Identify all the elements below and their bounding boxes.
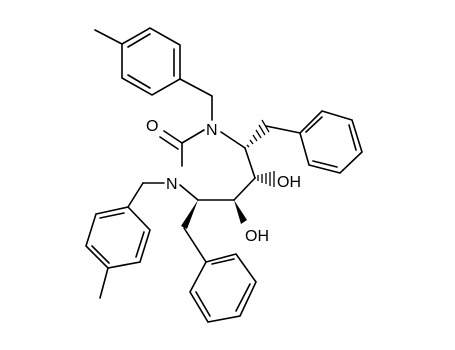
diazepanone-ring: [159, 129, 256, 201]
ring-double-bond: [235, 283, 251, 312]
lower-benzyl-group: [183, 227, 257, 323]
ring-double-bond: [195, 291, 211, 317]
carbonyl-oxygen-label: O: [146, 118, 158, 135]
ring-double-bond: [211, 258, 235, 265]
upper-benzyl-group: [265, 110, 363, 174]
wedge-bond-lower-oh: [234, 200, 247, 224]
methyl-bond: [94, 29, 123, 45]
nitrogen-upper-label: N: [206, 122, 218, 139]
hydroxyl-lower-label: OH: [245, 228, 269, 245]
hashed-bond-upper-benzyl: [246, 119, 270, 148]
ring-double-bond: [305, 116, 323, 133]
nitrogen-lower-label: N: [166, 176, 178, 193]
lower-phenyl-ring: [189, 253, 257, 323]
ring-double-bond: [135, 231, 145, 258]
wedge-bond-lower-benzyl: [181, 200, 198, 229]
lower-tolyl-group: [85, 182, 165, 299]
benzyl-bond: [183, 227, 207, 263]
ring-bond: [181, 129, 205, 144]
hydroxyl-upper-label: OH: [277, 174, 301, 191]
upper-tolyl-group: [94, 27, 213, 121]
upper-tolyl-ring: [121, 27, 181, 96]
hashed-bond-upper-oh: [257, 171, 275, 187]
upper-phenyl-ring: [299, 110, 363, 174]
ring-bond: [233, 177, 256, 201]
ring-double-bond: [348, 124, 357, 151]
ring-double-bond: [127, 33, 151, 48]
ring-double-bond: [99, 212, 125, 219]
ring-bond: [220, 131, 246, 149]
lower-tolyl-ring: [85, 206, 151, 269]
carbonyl-bond: [163, 130, 183, 144]
benzyl-bond: [127, 182, 144, 208]
benzyl-bond: [265, 125, 301, 134]
ring-bond: [244, 147, 256, 179]
carbonyl-bond: [159, 136, 179, 150]
ring-bond: [179, 184, 199, 201]
ring-double-bond: [127, 74, 151, 89]
ring-double-bond: [91, 245, 110, 264]
ring-double-bond: [312, 160, 338, 168]
benzyl-bond: [179, 78, 213, 97]
methyl-bond: [99, 267, 109, 299]
